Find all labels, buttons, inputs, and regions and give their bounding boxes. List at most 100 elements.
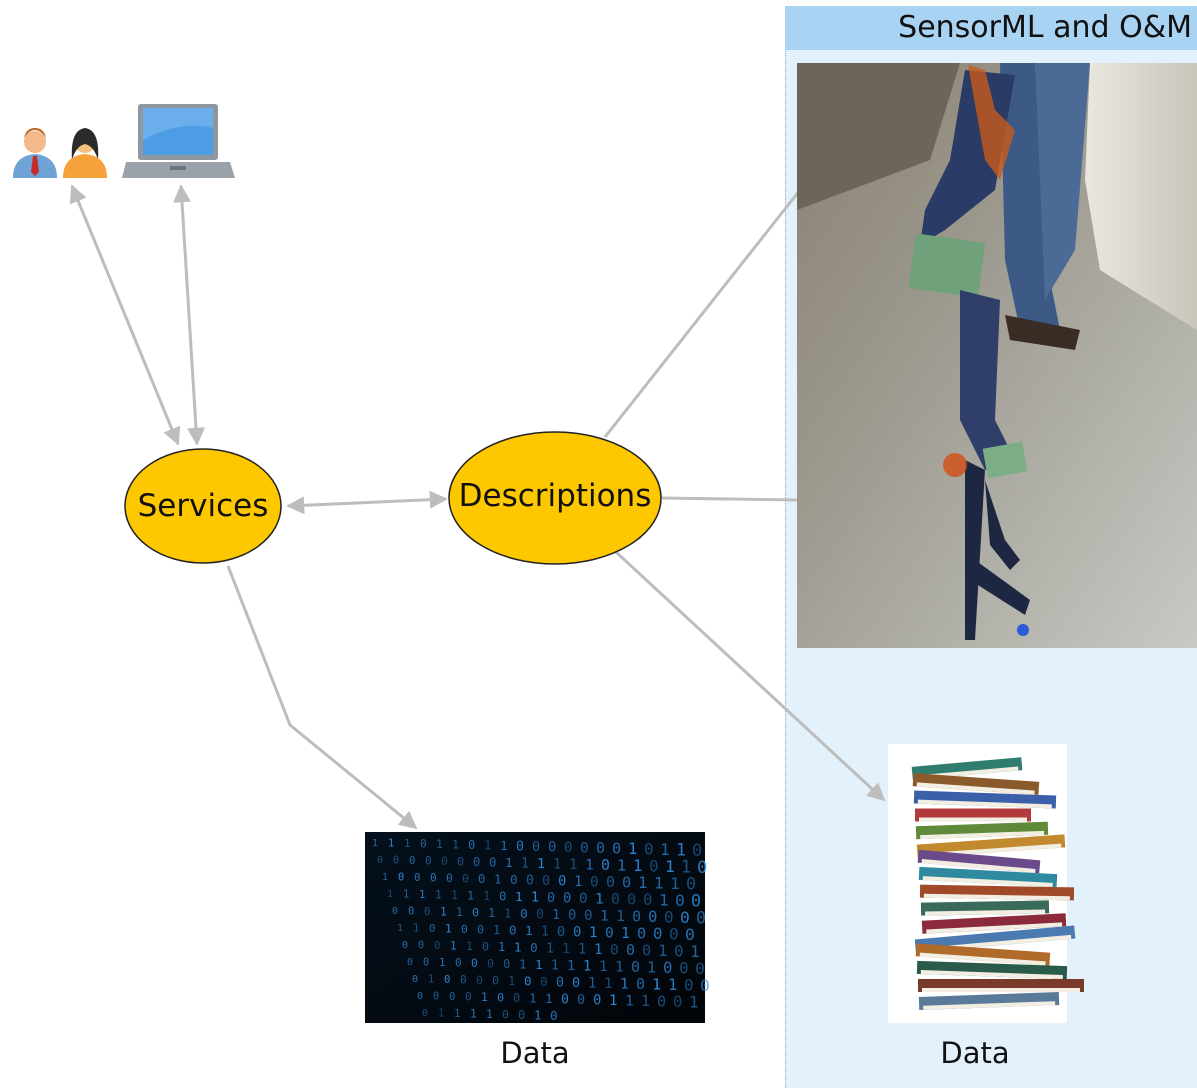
svg-text:0: 0	[526, 874, 534, 889]
svg-text:1: 1	[551, 959, 559, 974]
svg-text:0: 0	[675, 891, 685, 910]
svg-text:0: 0	[657, 993, 666, 1011]
panel-title: SensorML and O&M	[898, 10, 1192, 45]
svg-text:1: 1	[504, 906, 512, 921]
edge-services-descriptions	[286, 490, 448, 515]
svg-text:1: 1	[690, 942, 700, 961]
svg-text:0: 0	[632, 908, 641, 926]
svg-text:1: 1	[615, 959, 624, 976]
svg-text:0: 0	[422, 1008, 428, 1019]
svg-text:0: 0	[418, 940, 424, 952]
sensor-device-photo	[797, 63, 1197, 648]
edge-descriptions-sensor-2	[661, 496, 801, 502]
svg-text:0: 0	[472, 906, 479, 920]
svg-text:0: 0	[424, 905, 430, 918]
svg-text:1: 1	[585, 857, 594, 874]
svg-text:1: 1	[633, 857, 642, 875]
svg-text:0: 0	[502, 1008, 509, 1022]
svg-text:1: 1	[450, 940, 457, 953]
svg-text:0: 0	[584, 908, 593, 924]
svg-text:0: 0	[653, 925, 662, 943]
svg-text:0: 0	[579, 891, 588, 907]
svg-text:1: 1	[621, 924, 630, 942]
svg-text:0: 0	[420, 838, 427, 851]
svg-text:1: 1	[589, 925, 598, 941]
svg-text:1: 1	[486, 1007, 493, 1021]
svg-text:0: 0	[568, 908, 576, 924]
svg-text:0: 0	[530, 941, 538, 956]
svg-text:1: 1	[451, 888, 458, 902]
svg-text:0: 0	[556, 976, 564, 991]
svg-text:1: 1	[481, 990, 488, 1004]
svg-text:0: 0	[686, 875, 696, 894]
svg-text:1: 1	[519, 957, 527, 972]
svg-text:1: 1	[452, 838, 459, 852]
svg-text:0: 0	[471, 956, 478, 970]
svg-text:1: 1	[625, 993, 634, 1010]
svg-text:1: 1	[665, 857, 675, 876]
svg-text:0: 0	[462, 872, 469, 886]
svg-text:0: 0	[669, 925, 679, 944]
svg-text:0: 0	[601, 856, 610, 874]
svg-text:1: 1	[659, 891, 669, 910]
edge-laptop-services	[173, 184, 205, 446]
descriptions-label: Descriptions	[458, 478, 652, 514]
svg-text:0: 0	[611, 890, 620, 908]
svg-text:1: 1	[397, 923, 403, 934]
svg-text:0: 0	[680, 908, 690, 927]
svg-text:1: 1	[583, 959, 591, 975]
svg-text:1: 1	[531, 891, 539, 906]
svg-text:0: 0	[482, 940, 489, 954]
svg-text:0: 0	[393, 855, 399, 867]
svg-text:0: 0	[663, 959, 672, 977]
svg-text:0: 0	[478, 872, 485, 886]
svg-text:0: 0	[429, 922, 435, 935]
descriptions-node	[448, 431, 662, 565]
svg-text:1: 1	[382, 872, 388, 883]
svg-text:1: 1	[529, 991, 537, 1006]
svg-text:0: 0	[536, 908, 544, 923]
svg-text:0: 0	[580, 840, 589, 857]
svg-text:0: 0	[444, 973, 450, 986]
svg-text:0: 0	[520, 907, 528, 922]
svg-text:1: 1	[505, 856, 513, 871]
svg-text:0: 0	[696, 909, 706, 928]
svg-text:0: 0	[605, 925, 614, 942]
svg-text:0: 0	[516, 840, 524, 855]
binary-data-image: 1011010000010010100101100100010010001111…	[365, 832, 710, 1024]
svg-text:1: 1	[483, 889, 490, 903]
svg-text:0: 0	[572, 975, 580, 991]
svg-text:0: 0	[593, 993, 601, 1009]
svg-text:0: 0	[532, 839, 540, 855]
svg-text:0: 0	[441, 854, 448, 868]
svg-text:1: 1	[541, 925, 549, 940]
svg-text:0: 0	[637, 925, 646, 943]
svg-text:0: 0	[398, 872, 404, 884]
svg-text:1: 1	[535, 958, 543, 973]
svg-text:1: 1	[445, 923, 452, 936]
svg-text:0: 0	[610, 942, 619, 959]
svg-text:0: 0	[644, 840, 654, 859]
svg-text:1: 1	[553, 857, 561, 873]
svg-text:0: 0	[606, 873, 615, 891]
svg-text:0: 0	[455, 957, 462, 970]
svg-text:0: 0	[477, 923, 484, 937]
svg-text:1: 1	[552, 907, 560, 923]
svg-text:1: 1	[641, 992, 650, 1010]
svg-text:1: 1	[660, 840, 670, 859]
laptop-icon	[122, 104, 235, 178]
svg-text:1: 1	[604, 976, 613, 992]
svg-text:0: 0	[465, 991, 472, 1004]
svg-text:1: 1	[388, 838, 394, 850]
svg-text:0: 0	[524, 974, 532, 989]
svg-text:1: 1	[484, 838, 492, 853]
svg-text:1: 1	[372, 838, 378, 849]
svg-text:0: 0	[626, 941, 635, 959]
svg-text:0: 0	[468, 838, 475, 852]
svg-text:1: 1	[600, 908, 609, 925]
svg-text:1: 1	[599, 959, 608, 975]
svg-text:1: 1	[515, 890, 523, 905]
svg-text:0: 0	[557, 924, 565, 940]
svg-text:1: 1	[617, 857, 626, 875]
svg-text:1: 1	[574, 874, 583, 890]
